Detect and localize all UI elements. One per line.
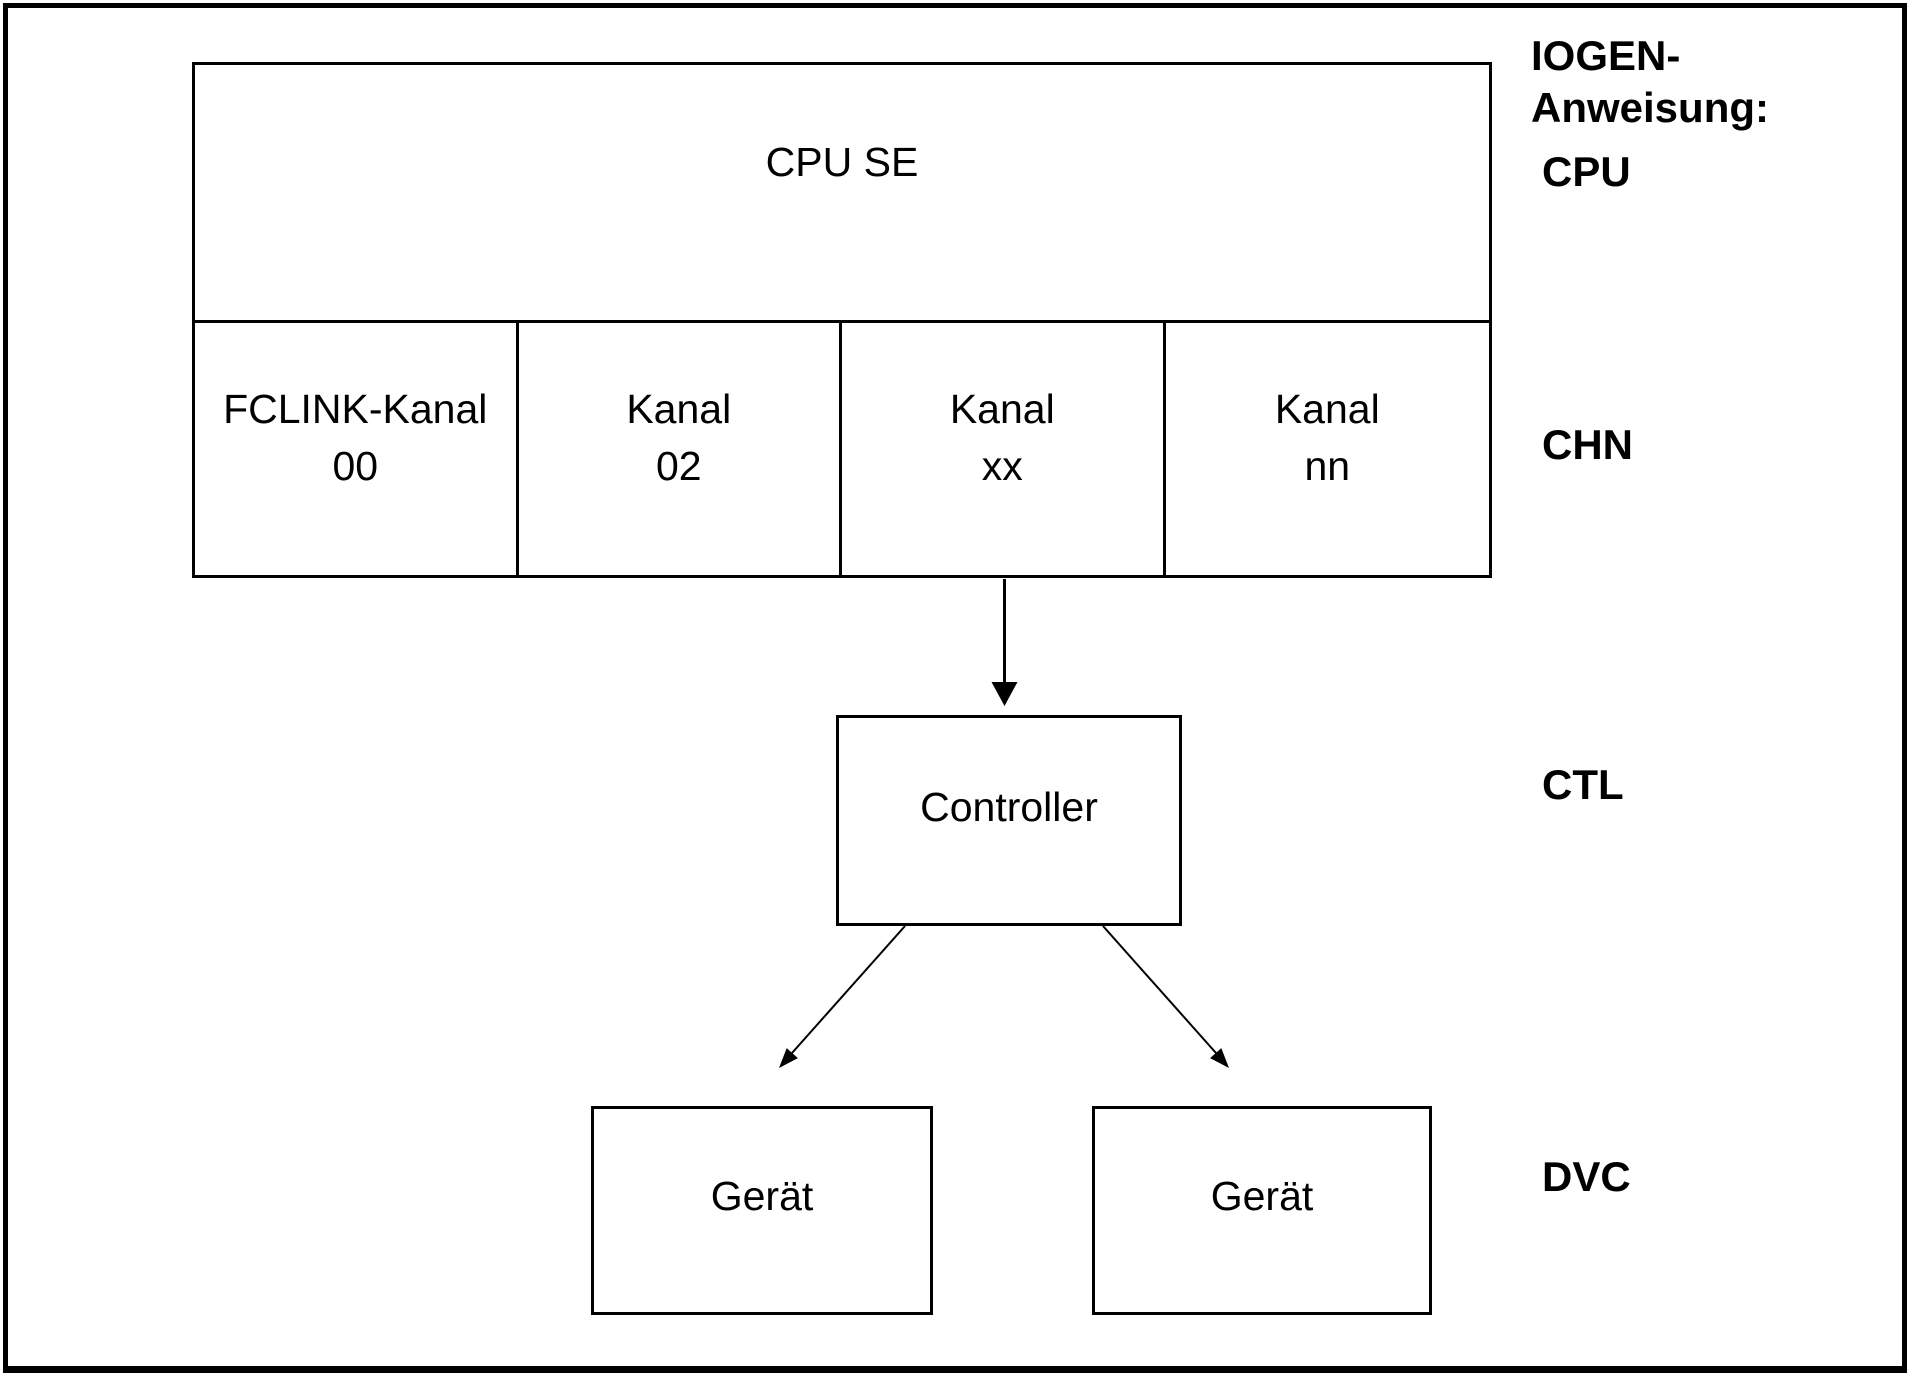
channel-name: Kanal [626, 386, 732, 432]
row-label-ctl: CTL [1542, 761, 1624, 808]
device-label: Gerät [1210, 1173, 1314, 1219]
channel-cell-nn: Kanal nn [1166, 323, 1490, 575]
device-box-right: Gerät [1092, 1106, 1432, 1315]
cpu-se-box: CPU SE [192, 62, 1492, 320]
channel-cell-fclink-00: FCLINK-Kanal 00 [195, 323, 519, 575]
row-label-cpu: CPU [1542, 148, 1631, 195]
channel-name: FCLINK-Kanal [223, 386, 488, 432]
row-label-dvc: DVC [1542, 1153, 1631, 1200]
iogen-heading-line1: IOGEN- [1531, 32, 1681, 79]
row-label-chn: CHN [1542, 421, 1633, 468]
channel-cell-02: Kanal 02 [519, 323, 842, 575]
controller-label: Controller [920, 784, 1098, 830]
device-box-left: Gerät [591, 1106, 933, 1315]
iogen-heading-line2: Anweisung: [1531, 84, 1769, 131]
controller-box: Controller [836, 715, 1182, 926]
outer-frame [3, 3, 1907, 1373]
channel-number: xx [981, 443, 1023, 489]
channel-row: FCLINK-Kanal 00 Kanal 02 Kanal xx Kanal … [192, 320, 1492, 578]
channel-number: nn [1304, 443, 1351, 489]
device-label: Gerät [710, 1173, 814, 1219]
cpu-se-label: CPU SE [765, 139, 919, 185]
channel-name: Kanal [949, 386, 1055, 432]
channel-name: Kanal [1274, 386, 1380, 432]
channel-cell-xx: Kanal xx [842, 323, 1166, 575]
channel-number: 00 [332, 443, 379, 489]
channel-number: 02 [655, 443, 702, 489]
iogen-heading: IOGEN- Anweisung: [1531, 30, 1769, 134]
